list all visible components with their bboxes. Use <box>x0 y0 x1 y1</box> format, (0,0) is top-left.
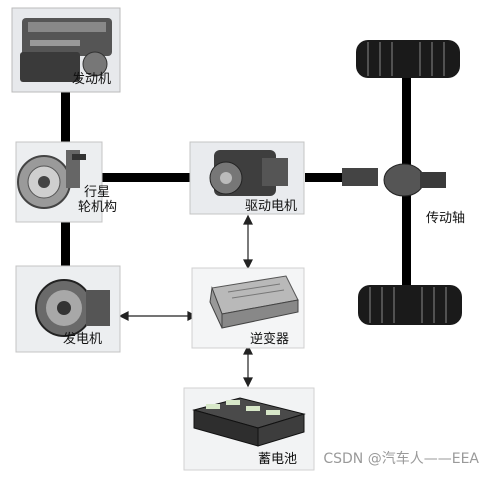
motor-label: 驱动电机 <box>245 199 298 214</box>
wheel-bottom <box>358 285 462 325</box>
motor-image <box>189 141 305 215</box>
axle-image <box>342 40 462 325</box>
engine-image <box>11 7 121 93</box>
battery-label: 蓄电池 <box>258 452 298 467</box>
battery-image <box>183 387 315 471</box>
engine-label: 发动机 <box>72 72 112 87</box>
shaft-motor-axle <box>305 173 365 182</box>
inverter-label: 逆变器 <box>250 332 290 347</box>
arrowhead-left <box>118 311 129 321</box>
planetary-label-line1: 行星 <box>84 185 111 200</box>
generator-image <box>15 265 121 353</box>
planetary-label-line2: 轮机构 <box>78 200 118 215</box>
wheel-top <box>356 40 460 78</box>
arrowhead-up <box>243 214 253 225</box>
arrowhead-down-2 <box>243 377 253 388</box>
watermark: CSDN @汽车人——EEA <box>323 451 479 467</box>
generator-label: 发电机 <box>63 332 103 347</box>
arrowhead-up-2 <box>243 344 253 355</box>
differential <box>342 163 446 197</box>
shaft-planetary-motor <box>100 173 195 182</box>
inverter-image <box>191 267 305 349</box>
planetary-image <box>15 141 103 223</box>
arrowhead-down <box>243 259 253 270</box>
axle-label: 传动轴 <box>426 211 466 226</box>
